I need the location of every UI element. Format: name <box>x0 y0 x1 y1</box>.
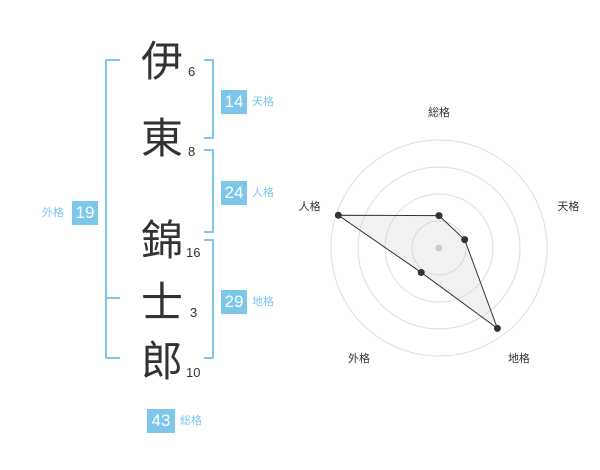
radar-ring <box>357 166 521 330</box>
brackets <box>105 59 214 359</box>
radar-ring <box>411 220 467 276</box>
radar-point-4 <box>417 268 425 276</box>
stroke-count-4: 3 <box>190 305 198 320</box>
tenkaku-bracket <box>204 59 214 139</box>
stroke-count-2: 8 <box>188 144 196 159</box>
radar-axis-label: 外格 <box>348 351 370 365</box>
radar-point-5 <box>334 211 342 219</box>
radar-axis-label: 天格 <box>557 199 579 213</box>
stroke-count-5: 10 <box>186 365 201 380</box>
name-char-2: 東 <box>140 114 183 163</box>
gaikaku-bracket <box>105 59 120 359</box>
radar-axis-label: 人格 <box>299 199 321 213</box>
chikaku-label: 地格 <box>252 295 274 308</box>
chikaku-badge: 29 <box>221 290 247 314</box>
radar-point-1 <box>435 212 443 220</box>
jinkaku-badge: 24 <box>221 181 247 205</box>
chikaku-bracket <box>204 239 214 359</box>
name-char-4: 士 <box>140 278 183 327</box>
radar-series-polygon <box>336 214 499 330</box>
radar-point-2 <box>461 236 469 244</box>
radar-center-dot <box>435 244 443 252</box>
jinkaku-bracket <box>204 149 214 233</box>
radar-axis-label: 地格 <box>508 351 530 365</box>
radar-ring <box>330 139 548 357</box>
name-char-1: 伊 <box>140 37 183 86</box>
stroke-count-1: 6 <box>188 64 196 79</box>
tenkaku-badge: 14 <box>221 90 247 114</box>
gaikaku-badge: 19 <box>72 201 98 225</box>
stroke-count-3: 16 <box>186 245 201 260</box>
name-char-3: 錦 <box>140 216 183 265</box>
gaikaku-label: 外格 <box>42 206 64 219</box>
tenkaku-label: 天格 <box>252 95 274 108</box>
radar-axis-label: 総格 <box>428 105 450 119</box>
name-char-5: 郎 <box>140 337 183 386</box>
radar-point-3 <box>493 324 501 332</box>
soukaku-badge: 43 <box>147 409 175 433</box>
soukaku-label: 総格 <box>180 414 202 427</box>
jinkaku-label: 人格 <box>252 186 274 199</box>
